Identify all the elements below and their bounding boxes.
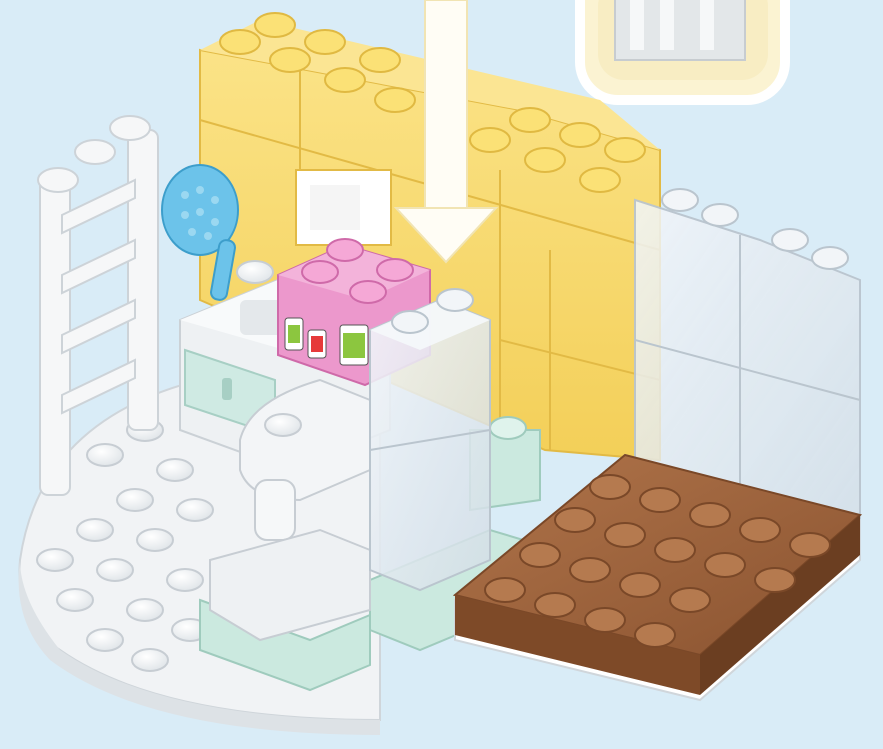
transparent-bricks-column <box>370 289 490 590</box>
callout-frame <box>580 0 785 100</box>
callout-transparent-brick <box>615 0 745 60</box>
